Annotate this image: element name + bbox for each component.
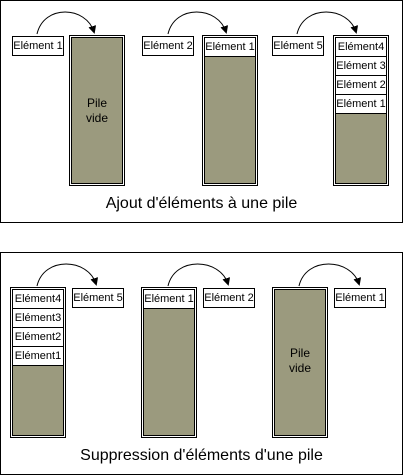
empty-label-line2: vide [85,111,108,125]
stack: Elément4 Elément3 Elément2 Elément1 [12,289,64,436]
incoming-element: Elément 1 [12,36,64,56]
stack-slot: Elément 2 [336,76,386,95]
stack-slot: Elément4 [336,38,386,57]
empty-label-line1: Pile [86,96,107,110]
empty-label-line1: Pile [289,346,310,360]
stack-slot: Elément1 [13,347,63,366]
removed-element: Elément 5 [72,288,124,308]
push-arrow [36,11,97,35]
empty-label-line2: vide [288,361,311,375]
pop-arrow [298,263,362,287]
stack-slot: Elément3 [13,309,63,328]
empty-stack: Pile vide [71,37,123,184]
empty-stack-label: Pile vide [275,346,325,376]
stack: Elément 1 [143,289,195,436]
stack-slot: Elément4 [13,290,63,309]
stack: Elément4 Elément 3 Elément 2 Elément 1 [335,37,387,184]
empty-stack-label: Pile vide [72,96,122,126]
stack-slot: Elément 3 [336,57,386,76]
incoming-element: Elément 2 [142,36,194,56]
pop-arrow [167,263,231,287]
stack-slot: Elément 1 [205,38,255,57]
removed-element: Elément 1 [334,288,386,308]
stack: Elément 1 [204,37,256,184]
empty-stack: Pile vide [274,289,326,436]
add-caption: Ajout d'éléments à une pile [105,195,298,212]
stack-slot: Elément2 [13,328,63,347]
pop-arrow [36,263,99,287]
stack-slot: Elément 1 [336,95,386,114]
incoming-element: Elément 5 [272,36,324,56]
removed-element: Elément 2 [203,288,255,308]
push-arrow [296,11,359,35]
stack-slot: Elément 1 [144,290,194,309]
remove-caption: Suppression d'éléments d'une pile [80,447,323,464]
push-arrow [167,11,229,35]
